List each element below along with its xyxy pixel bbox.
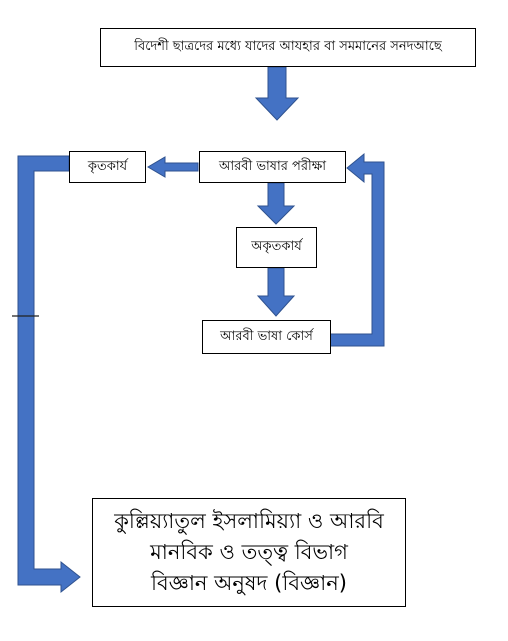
final-node-line-1: কুল্লিয়্যাতুল ইসলামিয়্যা ও আরবি — [114, 509, 384, 533]
arrow-exam-to-passed — [147, 156, 199, 178]
failed-node: অকৃতকার্য — [236, 227, 317, 268]
top-node: বিদেশী ছাত্রদের মধ্যে যাদের আযহার বা সমম… — [100, 28, 476, 67]
arrow-exam-to-failed — [256, 182, 296, 225]
top-node-text: বিদেশী ছাত্রদের মধ্যে যাদের আযহার বা সমম… — [134, 39, 442, 54]
failed-node-text: অকৃতকার্য — [251, 239, 302, 254]
course-node: আরবী ভাষা কোর্স — [202, 320, 331, 354]
exam-node-text: আরবী ভাষার পরীক্ষা — [218, 158, 327, 174]
final-node-line-3: বিজ্ঞান অনুষদ (বিজ্ঞান) — [151, 571, 347, 595]
arrow-failed-to-course — [256, 267, 296, 317]
passed-node: কৃতকার্য — [69, 151, 146, 183]
passed-node-text: কৃতকার্য — [87, 158, 128, 174]
arrow-top-to-exam — [254, 66, 300, 121]
arrow-course-to-exam-loop — [329, 152, 385, 347]
final-node-line-2: মানবিক ও তত্ত্ব বিভাগ — [150, 540, 348, 564]
arrow-passed-to-final — [17, 155, 81, 594]
course-node-text: আরবী ভাষা কোর্স — [220, 328, 313, 344]
final-node: কুল্লিয়্যাতুল ইসলামিয়্যা ও আরবি মানবিক… — [92, 498, 406, 607]
exam-node: আরবী ভাষার পরীক্ষা — [199, 151, 346, 183]
